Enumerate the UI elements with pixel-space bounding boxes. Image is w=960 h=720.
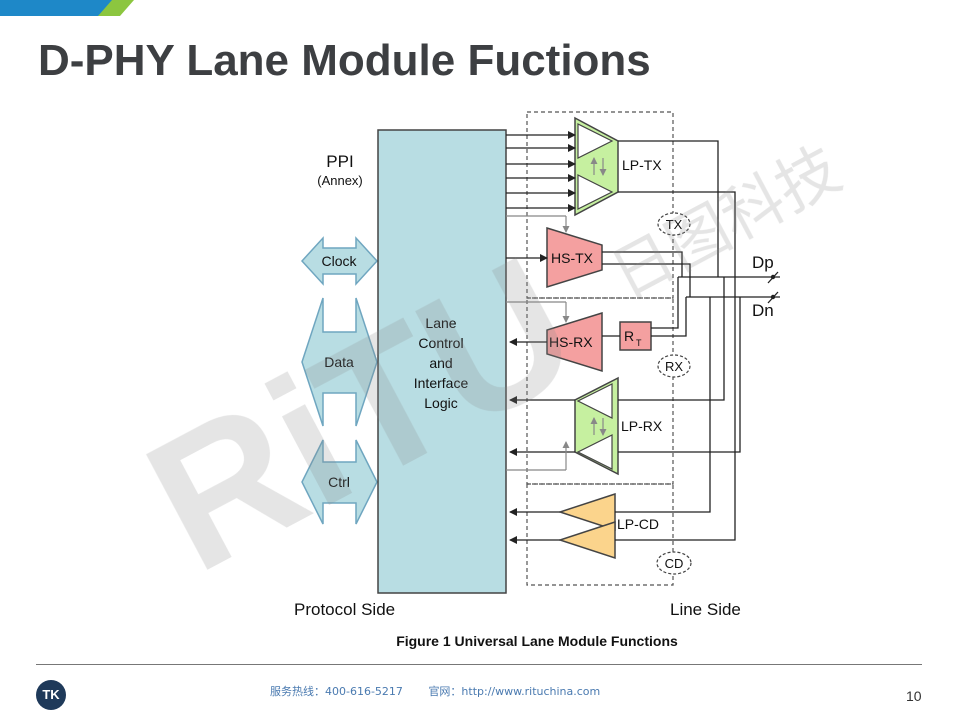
logic-line-4: Interface [414, 375, 469, 391]
rt-label: R [624, 328, 634, 344]
rx-group-box [526, 297, 674, 485]
ctrl-interface-arrow: Ctrl [301, 439, 378, 525]
logic-line-2: Control [418, 335, 463, 351]
logic-line-1: Lane [425, 315, 456, 331]
footer-divider [36, 664, 922, 665]
lp-cd-block: LP-CD [557, 492, 659, 560]
lp-tx-label: LP-TX [622, 157, 662, 173]
lp-rx-label: LP-RX [621, 418, 663, 434]
top-blue-stripe [0, 0, 118, 16]
rx-group-label: RX [665, 359, 683, 374]
cd-group-tag [656, 551, 692, 575]
ppi-sub-label: (Annex) [317, 173, 363, 188]
hs-tx-label: HS-TX [551, 250, 594, 266]
clock-label: Clock [321, 253, 357, 269]
hs-rx-label: HS-RX [549, 334, 593, 350]
hs-rx-block: HS-RX [546, 311, 603, 373]
hotline-text: 服务热线：400-616-5217 [270, 685, 403, 698]
company-logo: TK [36, 680, 66, 710]
page-number: 10 [906, 688, 922, 704]
ctrl-label: Ctrl [328, 474, 350, 490]
tx-group-label: TX [666, 217, 683, 232]
ppi-label: PPI [326, 152, 353, 171]
lane-control-logic-block [377, 129, 507, 594]
data-label: Data [324, 354, 354, 370]
hs-tx-block: HS-TX [546, 226, 603, 289]
dn-label: Dn [752, 301, 774, 320]
rt-termination-block: R T [619, 321, 652, 351]
line-side-wiring [602, 140, 780, 541]
lp-tx-block: LP-TX [574, 116, 662, 217]
logic-line-5: Logic [424, 395, 457, 411]
top-green-stripe [98, 0, 134, 16]
protocol-side-label: Protocol Side [294, 600, 395, 619]
data-interface-arrow: Data [301, 297, 378, 427]
top-accent-bar [0, 0, 134, 16]
lp-cd-label: LP-CD [617, 516, 659, 532]
dn-pin: Dn [752, 291, 779, 320]
figure-caption: Figure 1 Universal Lane Module Functions [396, 633, 678, 649]
footer-contact: 服务热线：400-616-5217 官网：http://www.rituchin… [270, 683, 622, 699]
cd-group-box [526, 483, 674, 586]
slide-title: D-PHY Lane Module Fuctions [38, 36, 651, 85]
dp-label: Dp [752, 253, 774, 272]
rx-group-tag [657, 354, 691, 378]
website-link[interactable]: 官网：http://www.rituchina.com [428, 685, 601, 698]
cd-group-label: CD [665, 556, 684, 571]
tx-group-tag [657, 212, 691, 236]
clock-interface-arrow: Clock [300, 236, 379, 286]
lp-rx-block: LP-RX [574, 376, 663, 476]
rt-subscript: T [636, 338, 642, 348]
tx-group-box [526, 111, 674, 299]
line-side-label: Line Side [670, 600, 741, 619]
logic-line-3: and [429, 355, 452, 371]
dp-pin: Dp [752, 253, 779, 284]
